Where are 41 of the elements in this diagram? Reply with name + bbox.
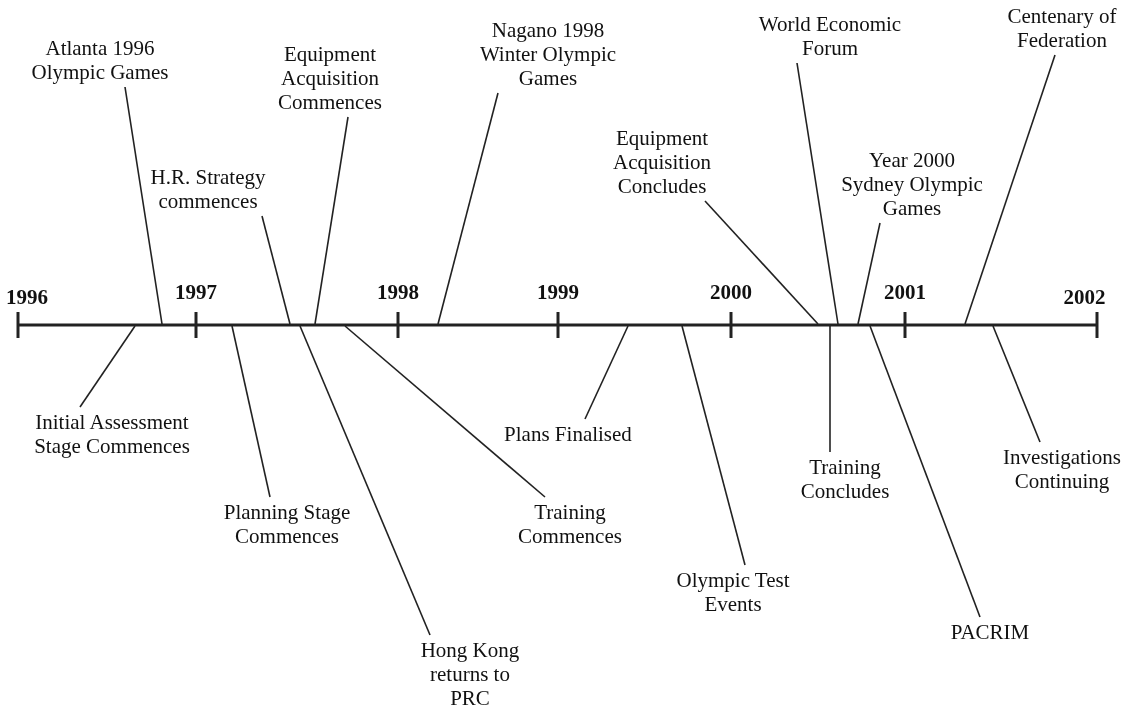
- event-label: Equipment Acquisition Concludes: [592, 126, 732, 198]
- event-label: Hong Kong returns to PRC: [410, 638, 530, 710]
- leader-line: [964, 54, 1056, 325]
- leader-line: [79, 325, 136, 408]
- leader-line: [584, 325, 629, 420]
- leader-line: [869, 325, 981, 618]
- event-label: PACRIM: [940, 620, 1040, 644]
- event-label: Equipment Acquisition Commences: [260, 42, 400, 114]
- leader-line: [299, 325, 431, 636]
- event-label: Investigations Continuing: [997, 445, 1126, 493]
- event-label: World Economic Forum: [735, 12, 925, 60]
- leader-line: [261, 215, 291, 325]
- event-label: Year 2000 Sydney Olympic Games: [837, 148, 987, 220]
- year-label: 1997: [175, 280, 217, 305]
- year-label: 1998: [377, 280, 419, 305]
- year-label: 1996: [6, 285, 48, 310]
- leader-line: [681, 325, 746, 566]
- leader-line: [124, 86, 163, 325]
- event-label: Atlanta 1996 Olympic Games: [20, 36, 180, 84]
- leader-line: [314, 116, 349, 325]
- leader-line: [704, 200, 819, 325]
- event-label: Training Concludes: [785, 455, 905, 503]
- year-label: 1999: [537, 280, 579, 305]
- event-label: Training Commences: [505, 500, 635, 548]
- leader-line: [437, 92, 499, 325]
- leader-line: [829, 325, 831, 453]
- event-label: H.R. Strategy commences: [133, 165, 283, 213]
- year-label: 2002: [1063, 285, 1106, 310]
- event-label: Centenary of Federation: [997, 4, 1126, 52]
- event-label: Planning Stage Commences: [202, 500, 372, 548]
- leader-line: [231, 325, 271, 498]
- event-label: Olympic Test Events: [663, 568, 803, 616]
- year-label: 2001: [884, 280, 926, 305]
- leader-line: [796, 62, 839, 325]
- event-label: Initial Assessment Stage Commences: [12, 410, 212, 458]
- year-label: 2000: [710, 280, 752, 305]
- event-label: Plans Finalised: [488, 422, 648, 446]
- leader-line: [344, 325, 546, 498]
- leader-line: [992, 325, 1041, 443]
- leader-line: [857, 222, 881, 325]
- event-label: Nagano 1998 Winter Olympic Games: [463, 18, 633, 90]
